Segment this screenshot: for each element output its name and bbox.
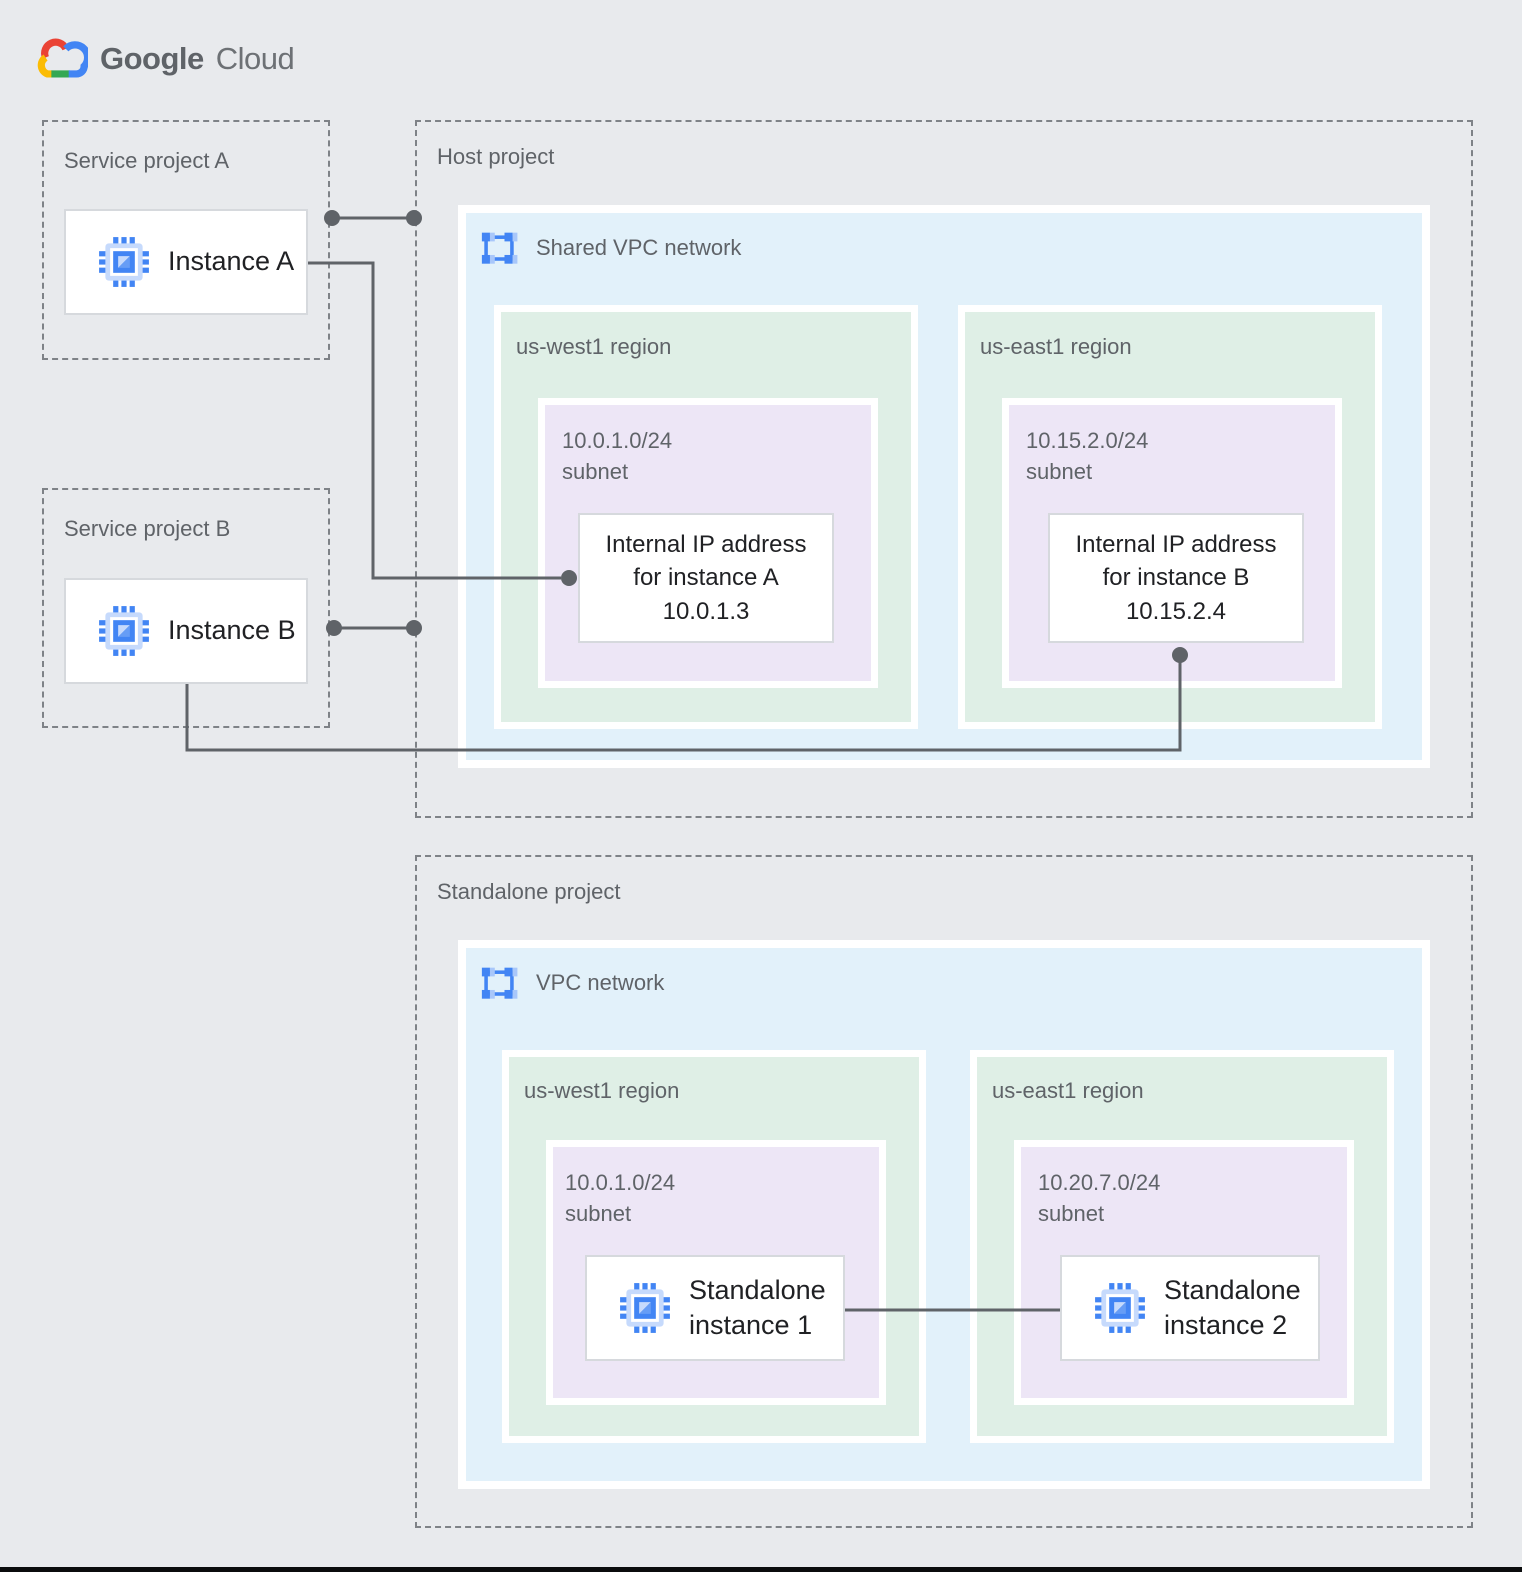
subnet-word: subnet [562, 458, 629, 484]
standalone-instance-1-label: Standalone instance 1 [689, 1273, 826, 1343]
instance-line2: instance 1 [689, 1310, 813, 1340]
standalone-project-label: Standalone project [437, 879, 621, 904]
instance-b-label: Instance B [168, 615, 296, 646]
shared-vpc-network-label: Shared VPC network [536, 235, 742, 260]
ip-card-line2: for instance B [1102, 564, 1250, 592]
shared-vpc-network-header: Shared VPC network [478, 226, 741, 270]
instance-a-node: Instance A [64, 209, 308, 315]
internal-ip-instance-b-card: Internal IP address for instance B 10.15… [1048, 513, 1304, 643]
subnet-word: subnet [565, 1200, 632, 1226]
subnet-cidr: 10.0.1.0/24 [562, 428, 673, 453]
service-project-a-label: Service project A [64, 148, 230, 173]
instance-line1: Standalone [689, 1274, 826, 1305]
compute-engine-icon [620, 1283, 670, 1333]
google-cloud-logo: Google Cloud [34, 36, 295, 81]
ip-card-line3: 10.0.1.3 [662, 597, 750, 625]
instance-a-label: Instance A [168, 246, 295, 277]
standalone-us-west1-subnet-label: 10.0.1.0/24 subnet [565, 1168, 675, 1230]
subnet-cidr: 10.15.2.0/24 [1026, 428, 1149, 453]
standalone-project-box [415, 855, 1473, 1528]
bottom-edge [0, 1567, 1522, 1572]
standalone-instance-1-node: Standalone instance 1 [585, 1255, 845, 1361]
standalone-instance-2-node: Standalone instance 2 [1060, 1255, 1320, 1361]
host-project-label: Host project [437, 144, 555, 169]
instance-b-node: Instance B [64, 578, 308, 684]
ip-card-line2: for instance A [633, 564, 779, 592]
google-cloud-logo-icon [37, 38, 88, 78]
instance-line1: Standalone [1164, 1274, 1301, 1305]
service-project-b-label: Service project B [64, 516, 231, 541]
ip-card-line3: 10.15.2.4 [1125, 597, 1227, 625]
instance-line2: instance 2 [1164, 1310, 1288, 1340]
standalone-us-east1-subnet-label: 10.20.7.0/24 subnet [1038, 1168, 1160, 1230]
compute-engine-icon [99, 237, 149, 287]
ip-card-line1: Internal IP address [605, 531, 807, 559]
vpc-network-header: VPC network [478, 961, 664, 1005]
logo-brand-text: Google [100, 40, 204, 76]
standalone-instance-2-label: Standalone instance 2 [1164, 1273, 1301, 1343]
vpc-network-label: VPC network [536, 970, 665, 995]
subnet-cidr: 10.20.7.0/24 [1038, 1170, 1161, 1195]
internal-ip-instance-a-card: Internal IP address for instance A 10.0.… [578, 513, 834, 643]
host-us-west1-region-label: us-west1 region [516, 334, 672, 359]
standalone-us-west1-region-label: us-west1 region [524, 1078, 680, 1103]
logo-product-text: Cloud [215, 40, 295, 76]
host-us-east1-subnet-label: 10.15.2.0/24 subnet [1026, 426, 1148, 488]
compute-engine-icon [99, 606, 149, 656]
service-project-a-box [42, 120, 330, 360]
subnet-word: subnet [1026, 458, 1093, 484]
vpc-network-icon [481, 232, 518, 264]
vpc-network-icon [481, 967, 518, 999]
compute-engine-icon [1095, 1283, 1145, 1333]
standalone-us-east1-region-label: us-east1 region [992, 1078, 1144, 1103]
host-us-east1-region-label: us-east1 region [980, 334, 1132, 359]
subnet-cidr: 10.0.1.0/24 [565, 1170, 676, 1195]
ip-card-line1: Internal IP address [1075, 531, 1277, 559]
subnet-word: subnet [1038, 1200, 1105, 1226]
host-us-west1-subnet-label: 10.0.1.0/24 subnet [562, 426, 672, 488]
